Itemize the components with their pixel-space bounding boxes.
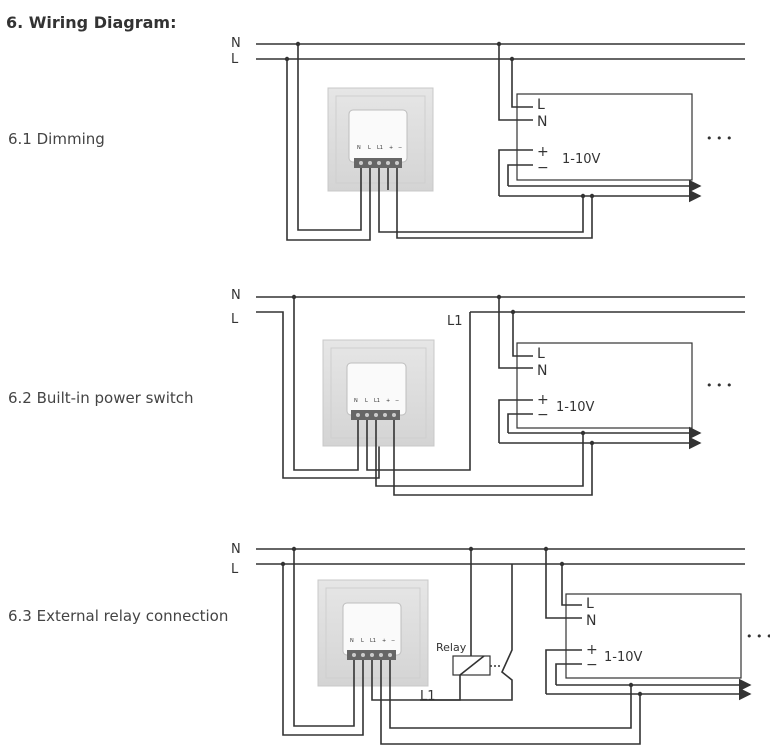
led-driver-box	[516, 93, 693, 181]
svg-text:+: +	[537, 392, 549, 408]
diagram-power-switch: N L L1 N L L1 + − L N + − 1-1	[231, 288, 745, 496]
dimmer-module-3: N L L1 + −	[317, 579, 429, 687]
terminal-minus-label: −	[398, 145, 402, 151]
live-line-label-2: L	[231, 312, 239, 327]
neutral-line-label: N	[231, 36, 241, 51]
svg-text:L1: L1	[374, 398, 380, 404]
section-label-power-switch: 6.2 Built-in power switch	[8, 389, 194, 407]
page-title: 6. Wiring Diagram:	[6, 13, 177, 32]
svg-text:+: +	[586, 642, 598, 658]
driver-minus-label: −	[537, 160, 549, 176]
diagram-dimming: N L N L L1 + − L N +	[231, 36, 745, 241]
svg-text:L: L	[586, 596, 594, 612]
diagram-relay: N L N L L1 + − Relay	[231, 542, 770, 745]
section-label-dimming: 6.1 Dimming	[8, 130, 105, 148]
neutral-line-label-2: N	[231, 288, 241, 303]
dimmer-module-2: N L L1 + −	[322, 339, 435, 447]
svg-text:+: +	[382, 638, 386, 644]
terminal-l-label: L	[368, 145, 371, 151]
led-driver-box-3	[565, 593, 742, 679]
relay-contact	[420, 564, 513, 701]
terminal-n-label: N	[357, 145, 361, 151]
live-line-label-3: L	[231, 562, 239, 577]
svg-text:−: −	[586, 657, 598, 673]
more-drivers-ellipsis: • • •	[706, 132, 732, 145]
svg-text:L: L	[537, 346, 545, 362]
svg-text:−: −	[395, 398, 399, 404]
driver-voltage-label: 1-10V	[562, 152, 601, 167]
terminal-l1-label: L1	[377, 145, 383, 151]
svg-text:−: −	[537, 407, 549, 423]
l1-output-label: L1	[447, 314, 463, 329]
svg-text:N: N	[354, 398, 358, 404]
svg-text:+: +	[386, 398, 390, 404]
svg-text:N: N	[537, 363, 547, 379]
relay-label: Relay	[436, 641, 467, 654]
svg-text:1-10V: 1-10V	[604, 650, 643, 665]
neutral-line-label-3: N	[231, 542, 241, 557]
dimmer-module: N L L1 + −	[327, 87, 434, 192]
driver-plus-label: +	[537, 144, 549, 160]
svg-text:L1: L1	[370, 638, 376, 644]
terminal-plus-label: +	[389, 145, 393, 151]
l1-output-label-3: L1	[420, 689, 436, 704]
driver-l-label: L	[537, 97, 545, 113]
driver-n-label: N	[537, 114, 547, 130]
led-driver-box-2	[516, 342, 693, 429]
svg-text:1-10V: 1-10V	[556, 400, 595, 415]
section-label-relay: 6.3 External relay connection	[8, 607, 229, 625]
live-line-label: L	[231, 52, 239, 67]
svg-text:N: N	[586, 613, 596, 629]
svg-text:• • •: • • •	[706, 379, 732, 392]
svg-text:• • •: • • •	[746, 630, 770, 643]
svg-text:L: L	[365, 398, 368, 404]
svg-text:N: N	[350, 638, 354, 644]
svg-text:−: −	[391, 638, 395, 644]
svg-text:L: L	[361, 638, 364, 644]
